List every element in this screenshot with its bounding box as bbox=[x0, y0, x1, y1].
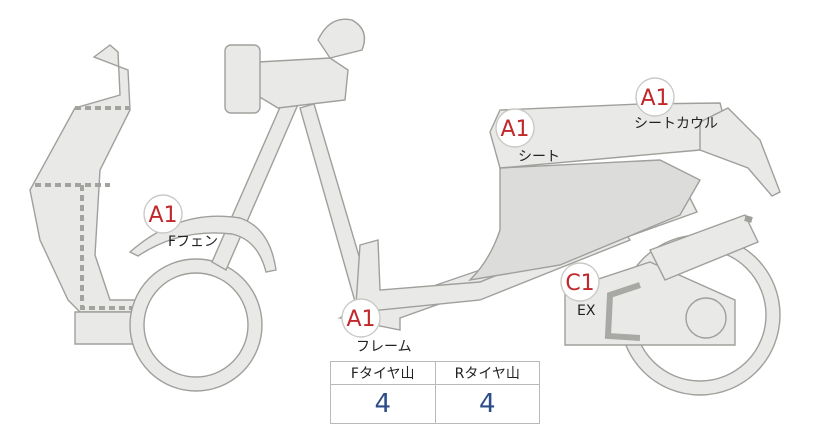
rear-hub[interactable] bbox=[685, 297, 727, 339]
tire-tread-table: Fタイヤ山 Rタイヤ山 4 4 bbox=[330, 361, 540, 424]
exhaust-pipe bbox=[604, 282, 641, 341]
badge-label: Fフェン bbox=[168, 234, 218, 250]
badge-label: フレーム bbox=[356, 339, 412, 355]
front-tire-header: Fタイヤ山 bbox=[330, 361, 436, 385]
fairing-seam bbox=[80, 185, 132, 310]
seat-cowl[interactable] bbox=[699, 107, 781, 197]
rear-tire-value: 4 bbox=[434, 384, 540, 424]
handlebar[interactable] bbox=[257, 57, 349, 109]
rear-tire-header: Rタイヤ山 bbox=[434, 361, 540, 385]
badge-label: EX bbox=[577, 303, 596, 319]
damage-badge-seat-cowl[interactable]: A1 シートカウル bbox=[634, 77, 718, 132]
badge-code: A1 bbox=[500, 117, 529, 142]
frame-lower-rail[interactable] bbox=[339, 224, 632, 319]
badge-label: シート bbox=[518, 149, 560, 165]
badge-code: A1 bbox=[346, 307, 375, 332]
rear-shock[interactable] bbox=[649, 214, 759, 281]
badge-label: シートカウル bbox=[634, 116, 718, 132]
body-side-panel[interactable] bbox=[467, 159, 701, 282]
damage-badge-front-fender[interactable]: A1 Fフェン bbox=[143, 194, 218, 250]
front-tire-value: 4 bbox=[330, 384, 436, 424]
damage-badge-seat[interactable]: A1 シート bbox=[495, 108, 560, 165]
shock-tip bbox=[744, 215, 753, 223]
headlight[interactable] bbox=[224, 44, 261, 114]
damage-badge-exhaust[interactable]: C1 EX bbox=[560, 262, 600, 319]
badge-code: A1 bbox=[148, 203, 177, 228]
badge-code: C1 bbox=[565, 271, 594, 296]
front-fairing[interactable] bbox=[29, 44, 151, 313]
mirror[interactable] bbox=[317, 18, 366, 59]
badge-code: A1 bbox=[640, 86, 669, 111]
front-rim bbox=[143, 272, 249, 378]
damage-badge-frame[interactable]: A1 フレーム bbox=[341, 298, 412, 355]
